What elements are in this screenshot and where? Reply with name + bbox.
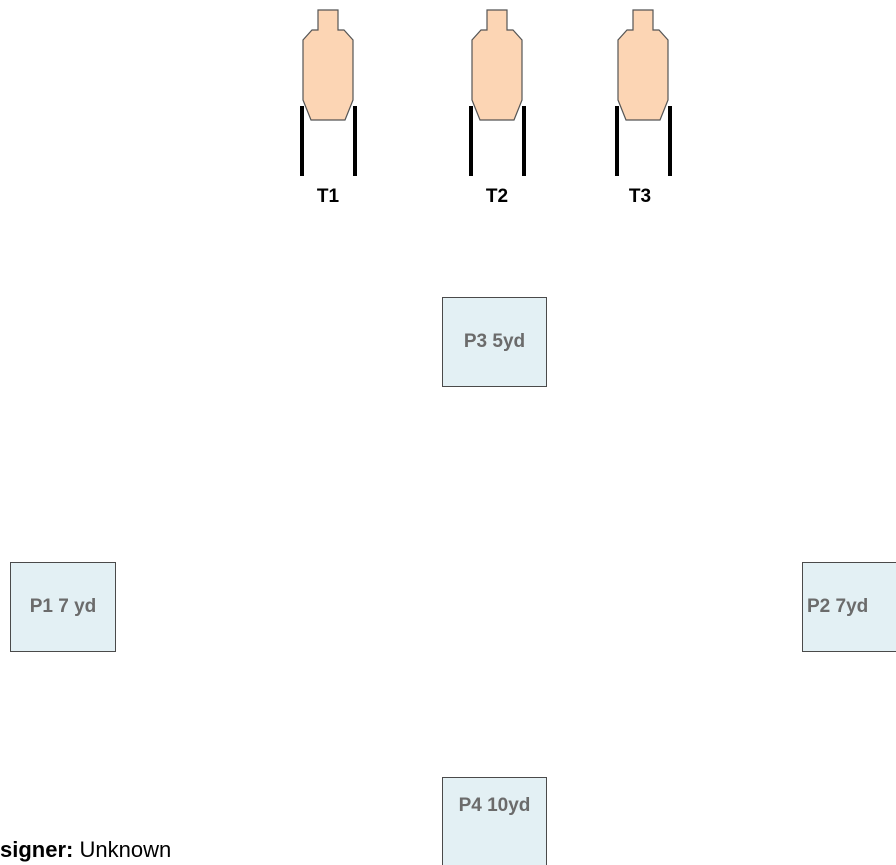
position-label: P2 7yd (807, 596, 869, 617)
target-t3 (610, 8, 676, 176)
designer-caption: signer: Unknown (0, 837, 171, 863)
target-t2 (464, 8, 530, 176)
silhouette-target-icon (615, 9, 672, 176)
target-label-t3: T3 (628, 186, 652, 207)
position-p3: P3 5yd (442, 297, 547, 387)
target-t1 (295, 8, 361, 176)
target-label-t1: T1 (316, 186, 340, 207)
designer-value: Unknown (79, 837, 172, 862)
position-p4: P4 10yd (442, 777, 547, 865)
position-label: P3 5yd (463, 331, 526, 352)
designer-key: signer: (0, 837, 74, 862)
position-label: P1 7 yd (29, 596, 97, 617)
target-label-t2: T2 (485, 186, 509, 207)
position-label: P4 10yd (458, 795, 531, 816)
position-p1: P1 7 yd (10, 562, 116, 652)
silhouette-target-icon (300, 9, 357, 176)
position-p2: P2 7yd (802, 562, 896, 652)
silhouette-target-icon (469, 9, 526, 176)
